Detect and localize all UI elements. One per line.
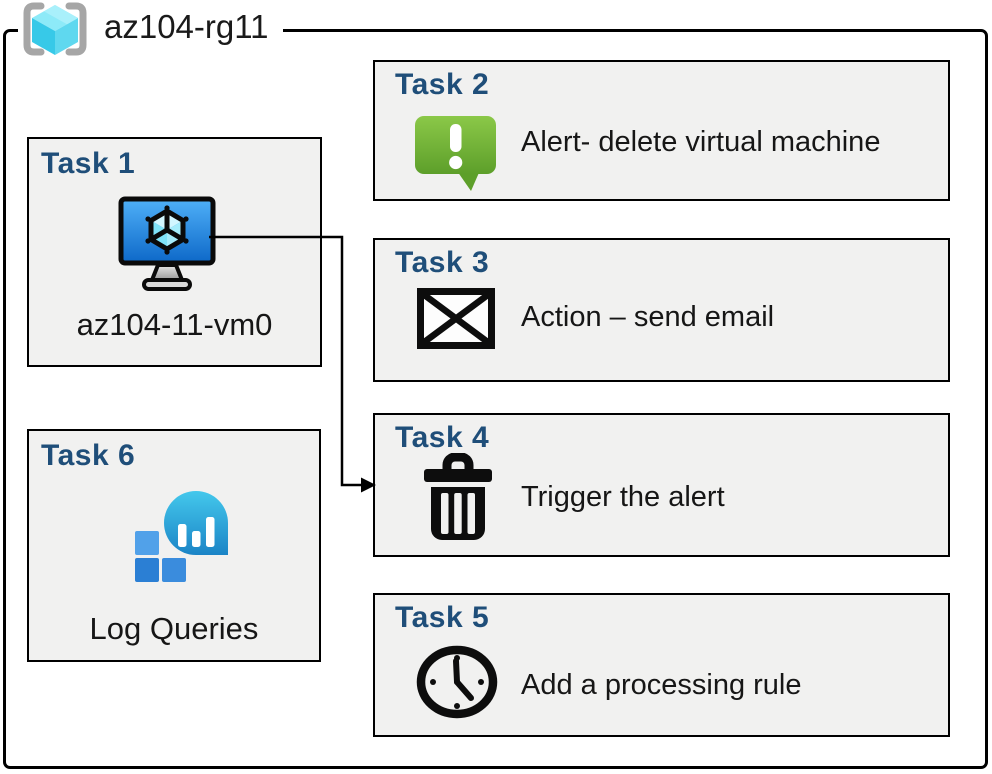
task-1-label: az104-11-vm0 [76, 307, 273, 342]
resource-group-icon [20, 0, 90, 58]
task-3-header: Task 3 [395, 246, 490, 279]
task-5-label: Add a processing rule [521, 669, 802, 701]
task-4-card: Task 4 Trigger the alert [373, 413, 950, 557]
resource-group-name: az104-rg11 [104, 8, 269, 45]
resource-group-header: az104-rg11 [18, 0, 283, 58]
virtual-machine-icon [118, 196, 230, 292]
task-4-label: Trigger the alert [521, 481, 725, 513]
task-3-card: Task 3 Action – send email [373, 238, 950, 382]
task-6-label: Log Queries [89, 611, 259, 646]
task-1-card: Task 1 [27, 137, 322, 367]
task-5-header: Task 5 [395, 601, 490, 634]
alert-message-icon [413, 112, 499, 194]
task-4-header: Task 4 [395, 421, 490, 454]
task-2-card: Task 2 Alert- delete virtual machine [373, 60, 950, 201]
task-5-card: Task 5 Add a processing rule [373, 593, 950, 737]
email-envelope-icon [417, 288, 495, 349]
task-2-label: Alert- delete virtual machine [521, 126, 881, 158]
trash-icon [423, 452, 493, 543]
task-1-header: Task 1 [41, 147, 136, 180]
task-2-header: Task 2 [395, 68, 490, 101]
clock-icon [415, 645, 499, 719]
log-queries-icon [132, 488, 232, 584]
task-6-header: Task 6 [41, 439, 136, 472]
task-3-label: Action – send email [521, 301, 775, 333]
task-6-card: Task 6 Log Queries [27, 429, 321, 662]
